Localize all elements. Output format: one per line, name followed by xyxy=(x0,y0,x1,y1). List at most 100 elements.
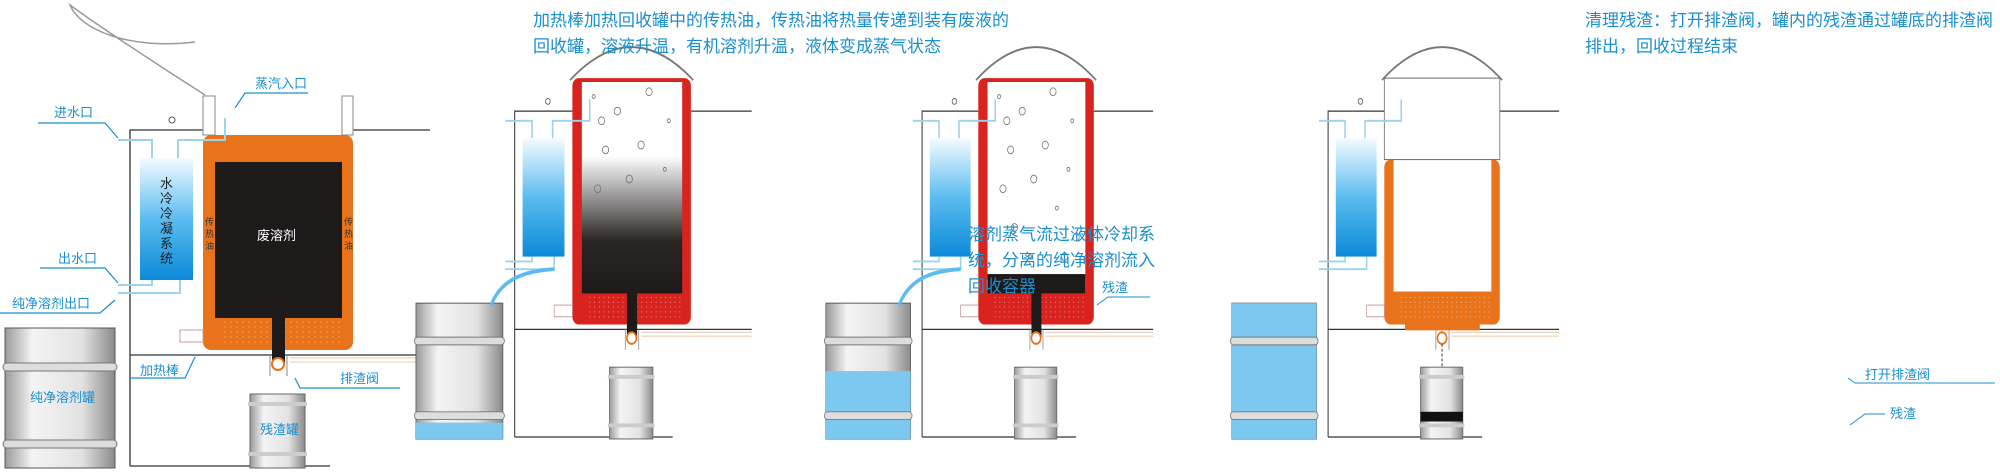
diagram-shape xyxy=(1017,296,1019,299)
diagram-shape xyxy=(314,326,316,328)
diagram-shape xyxy=(1469,306,1472,308)
diagram-shape xyxy=(622,315,624,318)
diagram-shape xyxy=(326,341,328,343)
diagram-shape xyxy=(1068,311,1070,313)
vapor-bubble xyxy=(1066,166,1071,172)
vapor-bubble xyxy=(1030,174,1038,184)
diagram-shape xyxy=(674,306,676,308)
diagram-shape xyxy=(1063,301,1066,303)
diagram-shape xyxy=(622,306,624,308)
diagram-shape xyxy=(308,336,310,338)
diagram-shape xyxy=(641,296,643,299)
diagram-shape xyxy=(338,321,340,323)
vapor-bubble xyxy=(594,184,602,194)
drain-pipe xyxy=(626,293,638,339)
diagram-shape xyxy=(1059,315,1061,318)
diagram-shape xyxy=(266,326,268,328)
diagram-shape xyxy=(1432,296,1435,299)
diagram-shape xyxy=(999,296,1001,299)
diagram-shape xyxy=(1012,374,1059,379)
diagram-shape xyxy=(650,301,653,303)
diagram-shape xyxy=(1045,331,1154,337)
diagram-shape xyxy=(622,301,624,303)
vapor-bubble xyxy=(1011,223,1018,232)
diagram-shape xyxy=(332,326,334,328)
diagram-shape xyxy=(1414,311,1416,313)
diagram-shape xyxy=(230,321,232,323)
diagram-shape xyxy=(674,301,676,303)
diagram-shape xyxy=(679,306,681,308)
diagram-shape xyxy=(1409,311,1412,313)
diagram-shape xyxy=(674,311,676,313)
diagram-shape xyxy=(236,336,238,338)
diagram-shape xyxy=(296,336,298,338)
diagram-shape xyxy=(236,321,238,323)
diagram-shape xyxy=(332,341,334,343)
diagram-shape xyxy=(1442,306,1444,308)
vapor-bubble xyxy=(1018,106,1026,116)
diagram-shape xyxy=(593,311,596,313)
diagram-shape xyxy=(1063,315,1066,318)
diagram-shape xyxy=(664,311,667,313)
diagram-shape xyxy=(612,315,615,318)
vertical-label-char: 冷 xyxy=(160,192,173,207)
vertical-label-char: 凝 xyxy=(160,221,173,237)
diagram-shape xyxy=(1423,311,1425,313)
diagram-shape xyxy=(290,326,292,328)
vapor-bubble xyxy=(1003,116,1011,126)
diagram-shape xyxy=(1469,311,1472,313)
diagram-shape xyxy=(1442,301,1444,303)
diagram-shape xyxy=(302,326,304,328)
diagram-shape xyxy=(994,296,996,299)
heater-rod xyxy=(960,304,979,318)
diagram-shape xyxy=(669,311,671,313)
diagram-shape xyxy=(1008,301,1010,303)
diagram-shape xyxy=(1068,306,1070,308)
diagram-shape xyxy=(338,341,340,343)
diagram-shape xyxy=(1419,311,1421,313)
diagram-shape xyxy=(260,331,262,333)
diagram-shape xyxy=(645,315,648,318)
vertical-label-char: 水 xyxy=(160,177,173,192)
diagram-shape xyxy=(1059,306,1061,308)
diagram-shape xyxy=(1465,311,1467,313)
diagram-shape xyxy=(266,336,268,338)
label-residue-p3: 残渣 xyxy=(1102,281,1128,296)
diagram-shape xyxy=(320,326,322,328)
diagram-shape xyxy=(650,315,653,318)
drain-valve xyxy=(1436,331,1448,345)
diagram-shape xyxy=(320,336,322,338)
diagram-shape xyxy=(603,301,605,303)
diagram-shape xyxy=(655,301,657,303)
diagram-shape xyxy=(1437,311,1439,313)
diagram-shape xyxy=(1029,329,1044,350)
diagram-shape xyxy=(655,306,657,308)
vertical-label-char: 冷 xyxy=(160,207,173,222)
vapor-bubble xyxy=(666,118,671,124)
diagram-shape xyxy=(664,306,667,308)
tank-contents xyxy=(987,82,1086,294)
diagram-shape xyxy=(593,301,596,303)
diagram-shape xyxy=(1474,311,1476,313)
lid-closed xyxy=(975,46,1097,81)
vapor-bubble xyxy=(1070,118,1075,124)
diagram-shape xyxy=(660,311,662,313)
lines xyxy=(0,92,400,389)
diagram-shape xyxy=(1059,296,1061,299)
panel-3-description: 溶剂蒸气流过液体冷却系统，分离的纯净溶剂流入回收容器 xyxy=(968,225,1155,297)
diagram-shape xyxy=(1451,331,1560,337)
diagram-shape xyxy=(296,326,298,328)
diagram-shape xyxy=(1383,77,1501,161)
diagram-shape xyxy=(679,311,681,313)
diagram-shape xyxy=(1409,315,1412,318)
diagram-shape xyxy=(999,311,1001,313)
diagram-shape xyxy=(326,331,328,333)
diagram-shape xyxy=(1437,315,1439,318)
diagram-shape xyxy=(641,311,643,313)
vertical-label-char: 油 xyxy=(205,240,214,252)
diagram-shape xyxy=(1077,315,1080,318)
diagram-shape xyxy=(1013,315,1015,318)
diagram-shape xyxy=(254,341,256,343)
diagram-shape xyxy=(1077,311,1080,313)
diagram-shape xyxy=(236,331,238,333)
